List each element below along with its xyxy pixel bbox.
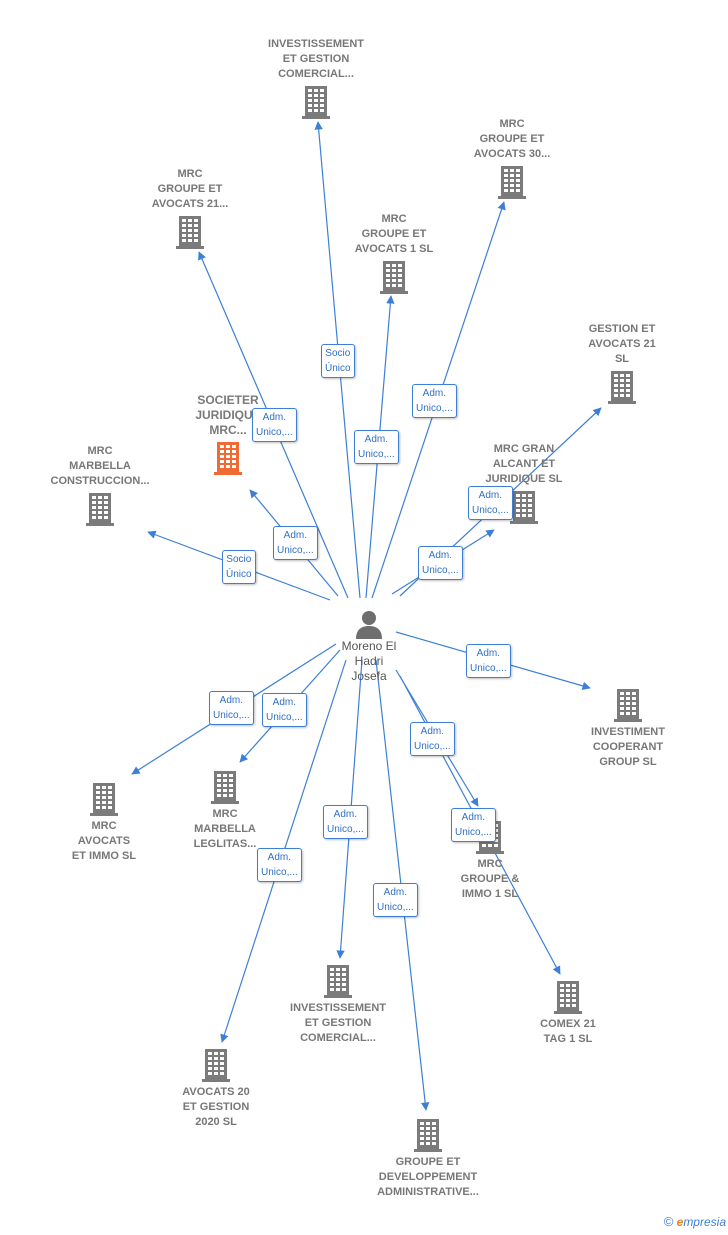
company-label: INVESTISSEMENT ET GESTION COMERCIAL...	[268, 38, 364, 80]
company-label: INVESTISSEMENT ET GESTION COMERCIAL...	[290, 1002, 386, 1044]
brand-footer: © empresia	[664, 1214, 726, 1229]
edge-role-label[interactable]: Adm. Unico,...	[373, 883, 418, 917]
building-icon	[176, 216, 204, 249]
company-label: COMEX 21 TAG 1 SL	[540, 1018, 596, 1045]
building-icon	[498, 166, 526, 199]
brand-logo-text: mpresia	[683, 1215, 726, 1229]
building-icon	[510, 491, 538, 524]
edge-role-label[interactable]: Adm. Unico,...	[273, 526, 318, 560]
company-node-avocats-2020[interactable]: AVOCATS 20 ET GESTION 2020 SL	[146, 1048, 286, 1130]
company-node-investissement-bottom[interactable]: INVESTISSEMENT ET GESTION COMERCIAL...	[268, 964, 408, 1046]
company-node-gestion-21[interactable]: GESTION ET AVOCATS 21 SL	[552, 322, 692, 404]
company-label: MRC GROUPE ET AVOCATS 21...	[151, 168, 229, 210]
building-icon	[86, 493, 114, 526]
edge-role-label[interactable]: Socio Único	[321, 344, 355, 378]
person-icon	[356, 611, 382, 639]
company-label: MRC MARBELLA LEGLITAS...	[193, 808, 257, 850]
building-icon	[554, 981, 582, 1014]
company-node-developpement[interactable]: GROUPE ET DEVELOPPEMENT ADMINISTRATIVE..…	[358, 1118, 498, 1200]
company-label: MRC GRAN ALCANT ET JURIDIQUE SL	[485, 443, 563, 485]
edge-role-label[interactable]: Adm. Unico,...	[418, 546, 463, 580]
company-label: INVESTIMENT COOPERANT GROUP SL	[591, 726, 665, 768]
edge-role-label[interactable]: Adm. Unico,...	[323, 805, 368, 839]
building-icon	[380, 261, 408, 294]
company-label: GROUPE ET DEVELOPPEMENT ADMINISTRATIVE..…	[377, 1156, 479, 1198]
company-node-gran-alcant[interactable]: MRC GRAN ALCANT ET JURIDIQUE SL	[454, 442, 594, 524]
company-node-mrc-30[interactable]: MRC GROUPE ET AVOCATS 30...	[442, 117, 582, 199]
company-node-investissement-top[interactable]: INVESTISSEMENT ET GESTION COMERCIAL...	[246, 37, 386, 119]
company-node-comex[interactable]: COMEX 21 TAG 1 SL	[498, 980, 638, 1047]
building-icon	[202, 1049, 230, 1082]
person-name: Moreno El Hadri Josefa	[341, 639, 397, 683]
copyright-icon: ©	[663, 1214, 674, 1229]
company-node-mrc-1[interactable]: MRC GROUPE ET AVOCATS 1 SL	[324, 212, 464, 294]
edge-role-label[interactable]: Adm. Unico,...	[451, 808, 496, 842]
company-label: MRC GROUPE ET AVOCATS 30...	[473, 118, 551, 160]
company-node-marbella-construccion[interactable]: MRC MARBELLA CONSTRUCCION...	[30, 444, 170, 526]
company-label: AVOCATS 20 ET GESTION 2020 SL	[182, 1086, 250, 1128]
building-icon	[414, 1119, 442, 1152]
company-node-marbella-leglitas[interactable]: MRC MARBELLA LEGLITAS...	[155, 770, 295, 852]
edge-role-label[interactable]: Socio Único	[222, 550, 256, 584]
company-label: MRC MARBELLA CONSTRUCCION...	[50, 445, 150, 487]
edge-role-label[interactable]: Adm. Unico,...	[209, 691, 254, 725]
building-icon	[302, 86, 330, 119]
edge-role-label[interactable]: Adm. Unico,...	[412, 384, 457, 418]
company-label: MRC GROUPE ET AVOCATS 1 SL	[354, 213, 434, 255]
building-icon	[324, 965, 352, 998]
building-icon	[614, 689, 642, 722]
building-icon	[211, 771, 239, 804]
company-node-mrc-21[interactable]: MRC GROUPE ET AVOCATS 21...	[120, 167, 260, 249]
company-label: MRC GROUPE & IMMO 1 SL	[460, 858, 520, 900]
building-icon	[608, 371, 636, 404]
company-node-avocats-immo[interactable]: MRC AVOCATS ET IMMO SL	[34, 782, 174, 864]
company-node-investiment-cooperant[interactable]: INVESTIMENT COOPERANT GROUP SL	[558, 688, 698, 770]
company-label: SOCIETER JURIDIQUE MRC...	[195, 393, 261, 437]
building-icon	[90, 783, 118, 816]
edge-role-label[interactable]: Adm. Unico,...	[410, 722, 455, 756]
edge-role-label[interactable]: Adm. Unico,...	[262, 693, 307, 727]
edge-role-label[interactable]: Adm. Unico,...	[257, 848, 302, 882]
company-label: MRC AVOCATS ET IMMO SL	[71, 820, 137, 862]
building-icon	[214, 442, 242, 475]
edge-role-label[interactable]: Adm. Unico,...	[252, 408, 297, 442]
person-node[interactable]: Moreno El Hadri Josefa	[299, 606, 439, 684]
company-label: GESTION ET AVOCATS 21 SL	[588, 323, 656, 365]
company-node-societer[interactable]: SOCIETER JURIDIQUE MRC...	[158, 393, 298, 475]
edge-role-label[interactable]: Adm. Unico,...	[468, 486, 513, 520]
edge-role-label[interactable]: Adm. Unico,...	[466, 644, 511, 678]
edge-role-label[interactable]: Adm. Unico,...	[354, 430, 399, 464]
brand-logo-initial: e	[676, 1215, 684, 1229]
